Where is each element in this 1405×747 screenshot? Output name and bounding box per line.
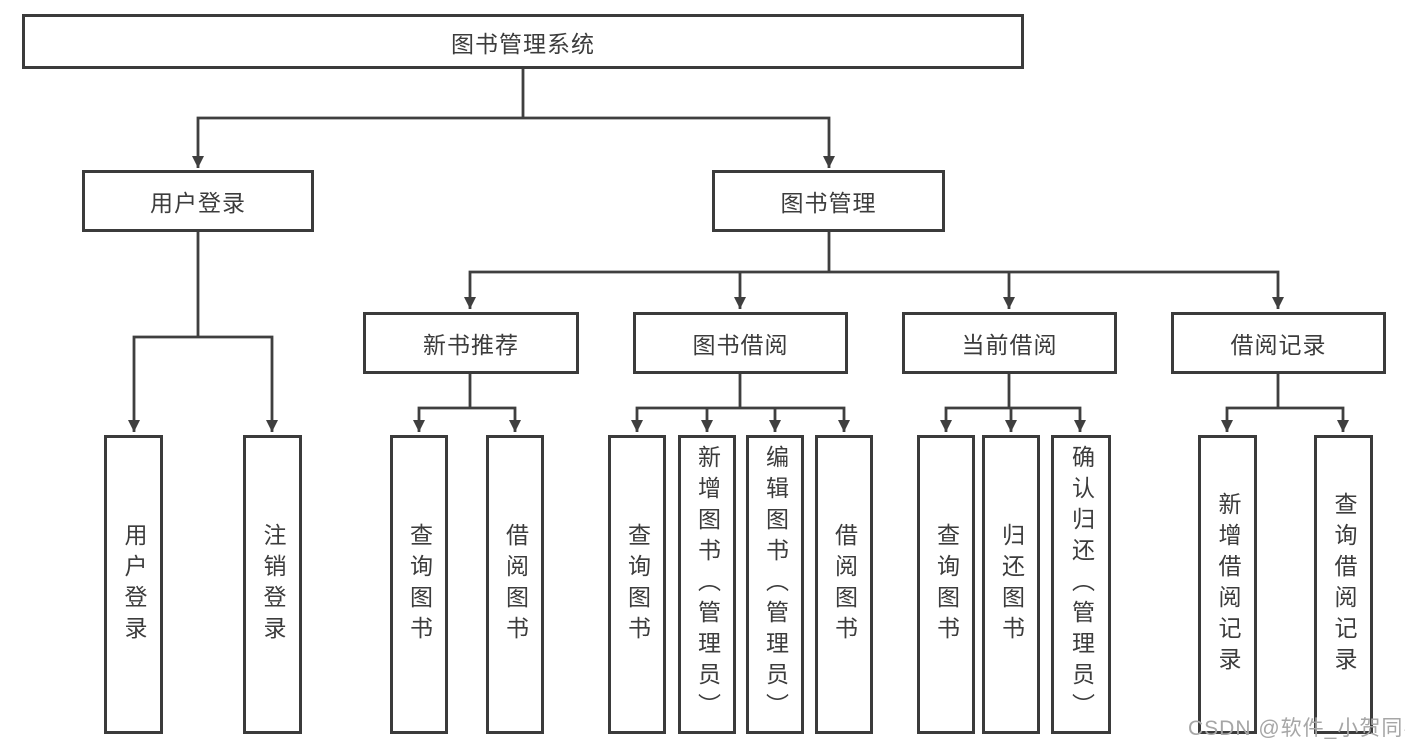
leaf-borrow-books: 借阅图书 [815,435,873,734]
leaf-label: 借阅图书 [831,522,858,647]
leaf-label: 查询借阅记录 [1331,491,1357,678]
node-root: 图书管理系统 [22,14,1024,69]
leaf-label: 注销登录 [260,522,286,647]
leaf-label: 归还图书 [998,522,1025,647]
leaf-label: 借阅图书 [502,522,529,647]
leaf-label: 编辑图书（管理员） [762,445,789,724]
connector [1220,406,1350,432]
node-new-book-recommendation: 新书推荐 [363,312,579,374]
leaf-label: 查询图书 [624,522,651,647]
node-book-management: 图书管理 [712,170,945,232]
leaf-logout: 注销登录 [243,435,302,734]
connector [630,406,851,432]
leaf-query-books-current: 查询图书 [917,435,975,734]
leaf-add-borrowing-record: 新增借阅记录 [1198,435,1257,734]
leaf-label: 新增图书（管理员） [694,445,721,724]
connectors [127,69,1350,432]
leaf-return-books: 归还图书 [982,435,1040,734]
leaf-label: 用户登录 [121,522,147,647]
leaf-query-borrowing-record: 查询借阅记录 [1314,435,1373,734]
node-user-login: 用户登录 [82,170,314,232]
leaf-query-books-borrowing: 查询图书 [608,435,666,734]
leaf-edit-books-admin: 编辑图书（管理员） [746,435,804,734]
leaf-confirm-return-admin: 确认归还（管理员） [1051,435,1111,734]
connector [191,116,836,168]
csdn-watermark: CSDN @软件_小贺同学 [1188,717,1405,740]
leaf-label: 查询图书 [933,522,960,647]
connector [463,270,1285,309]
leaf-label: 新增借阅记录 [1215,491,1241,678]
leaf-label: 确认归还（管理员） [1068,445,1095,724]
leaf-query-books-recommend: 查询图书 [390,435,448,734]
node-book-borrowing: 图书借阅 [633,312,848,374]
leaf-user-login: 用户登录 [104,435,163,734]
connector [412,406,522,432]
node-current-borrowing: 当前借阅 [902,312,1117,374]
leaf-label: 查询图书 [406,522,433,647]
connector [127,335,279,432]
leaf-borrow-books-recommend: 借阅图书 [486,435,544,734]
node-borrowing-records: 借阅记录 [1171,312,1386,374]
leaf-add-books-admin: 新增图书（管理员） [678,435,736,734]
connector [939,406,1087,432]
